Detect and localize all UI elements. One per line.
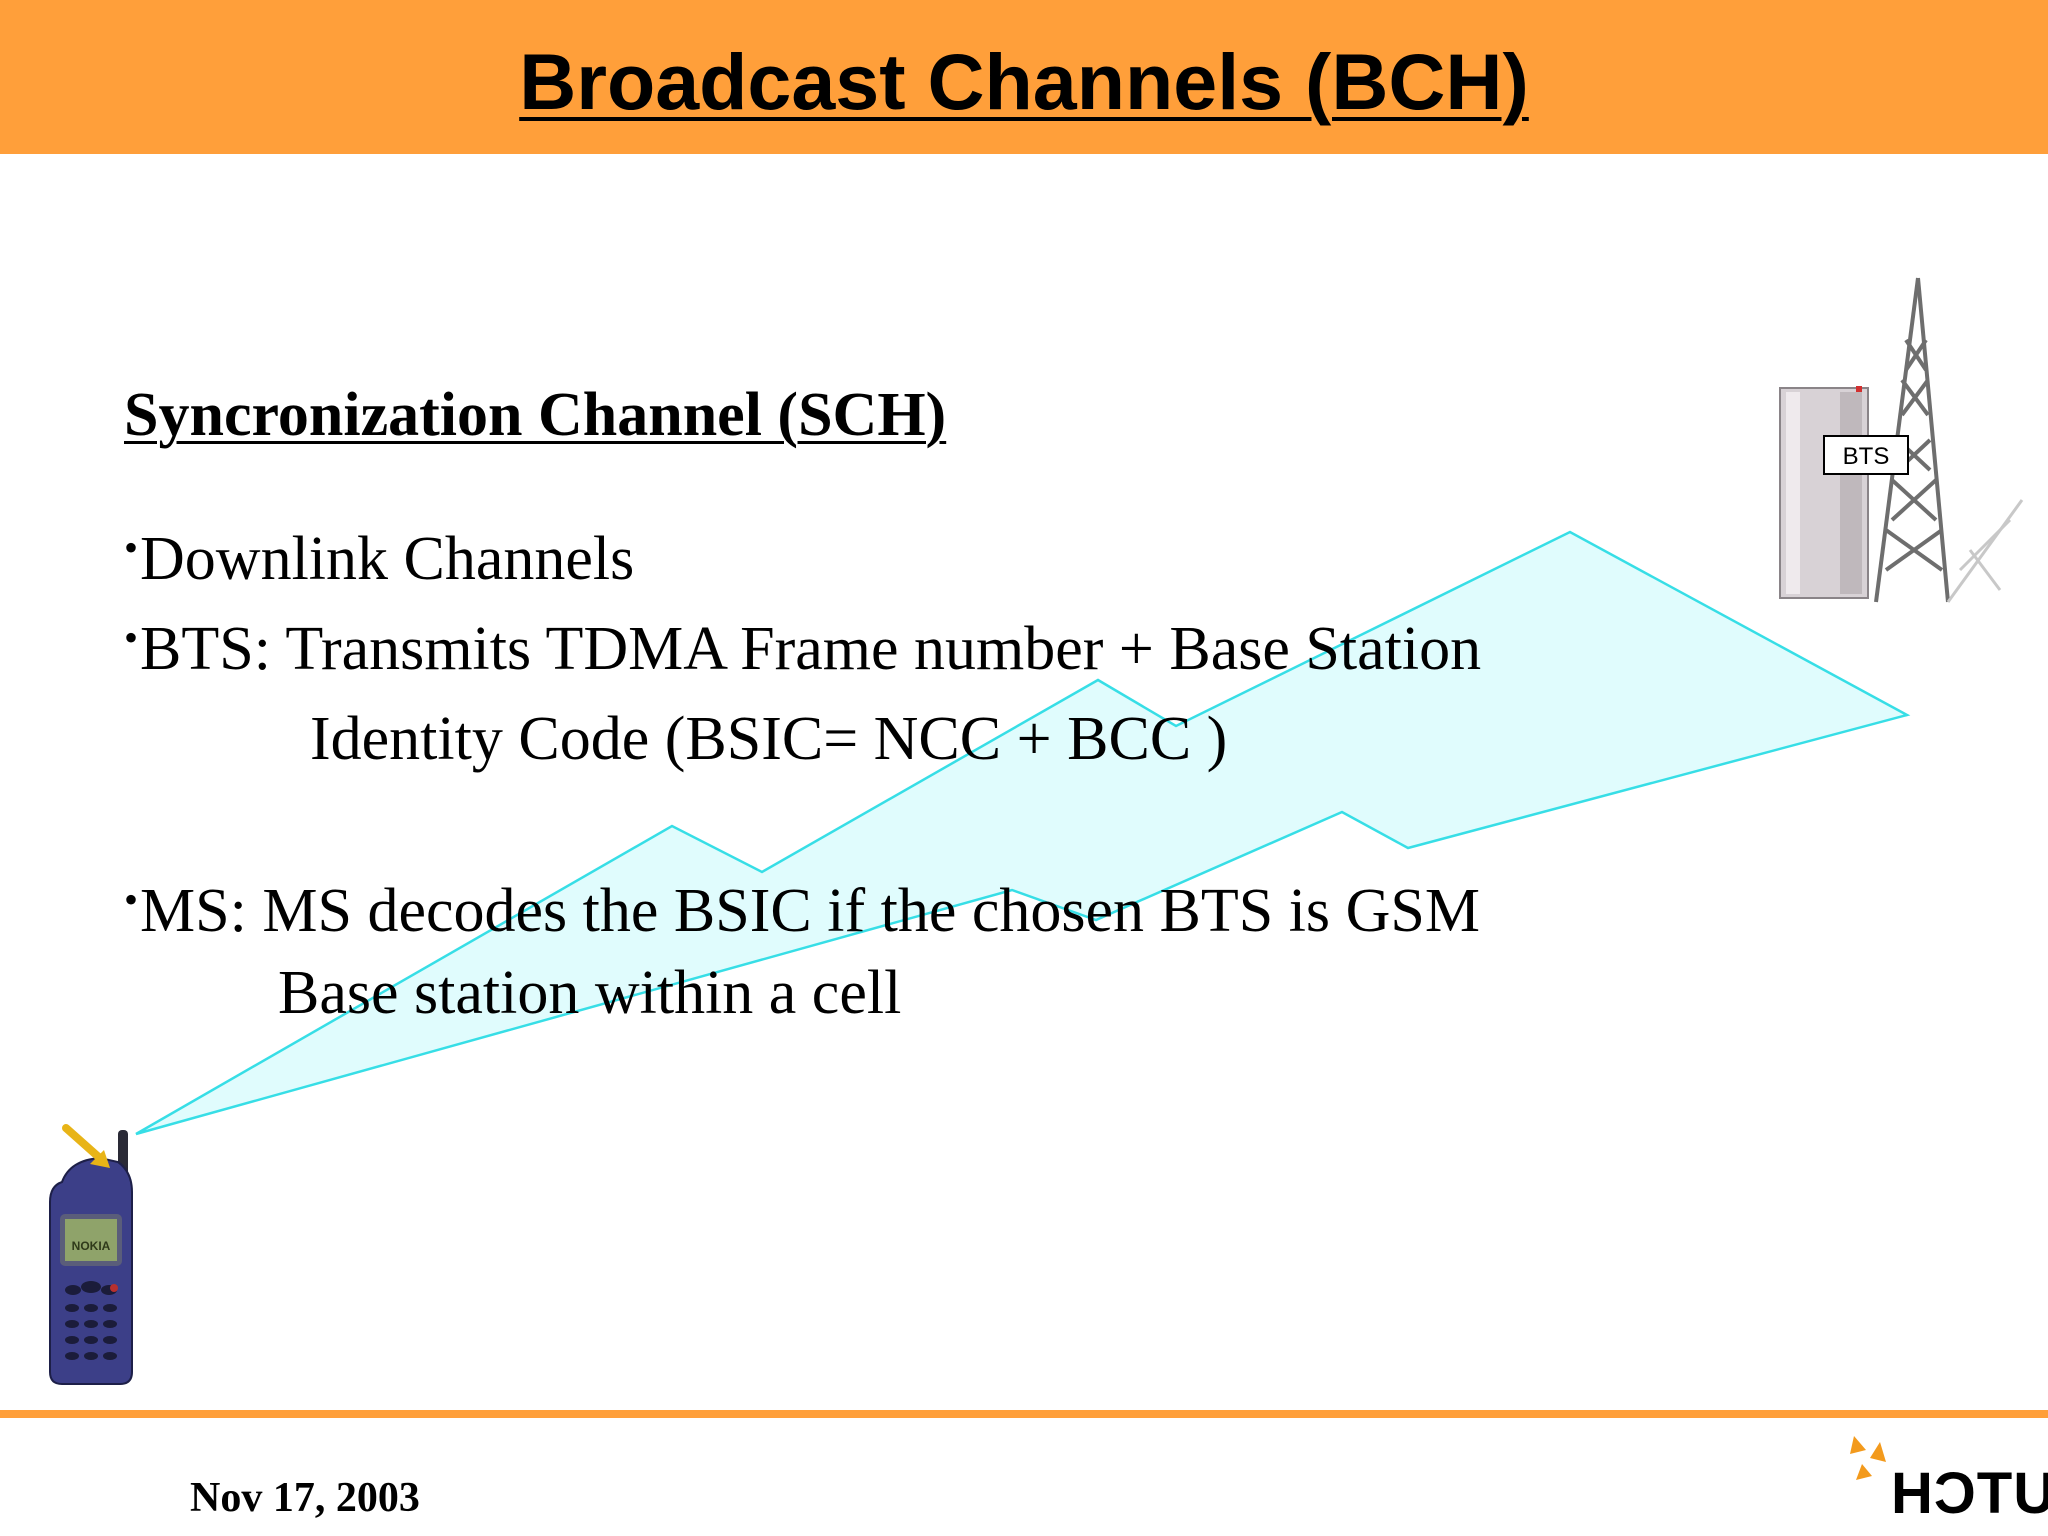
bullet-bts: •BTS: Transmits TDMA Frame number + Base… — [124, 614, 1481, 685]
bullet-text: MS: MS decodes the BSIC if the chosen BT… — [140, 877, 1480, 945]
bullet-ms-continuation: Base station within a cell — [278, 959, 902, 1027]
hutch-logo-icon — [1850, 1436, 1886, 1480]
section-heading: Syncronization Channel (SCH) — [124, 381, 947, 449]
bullet-bts-continuation: Identity Code (BSIC= NCC + BCC ) — [310, 705, 1228, 773]
bullet-text: BTS: Transmits TDMA Frame number + Base … — [140, 615, 1482, 683]
slide-title: Broadcast Channels (BCH) — [519, 37, 1529, 126]
bullet-marker: • — [124, 615, 139, 660]
signal-beam-shape — [135, 530, 1911, 1136]
bullet-downlink: •Downlink Channels — [124, 524, 634, 595]
header-band — [0, 0, 2048, 154]
hutch-logo-wordmark: HUTCH — [1890, 1461, 2048, 1526]
bullet-text: Downlink Channels — [140, 525, 635, 593]
bullet-ms: •MS: MS decodes the BSIC if the chosen B… — [124, 876, 1480, 947]
phone-brand-label: NOKIA — [72, 1239, 111, 1253]
bullet-marker: • — [124, 525, 139, 570]
bullet-marker: • — [124, 877, 139, 922]
footer-rule — [0, 1410, 2048, 1418]
bts-label: BTS — [1843, 443, 1890, 470]
footer-date: Nov 17, 2003 — [190, 1475, 420, 1521]
mobile-phone-icon: NOKIA — [49, 1124, 133, 1385]
bts-tower-icon: BTS — [1779, 277, 2024, 603]
